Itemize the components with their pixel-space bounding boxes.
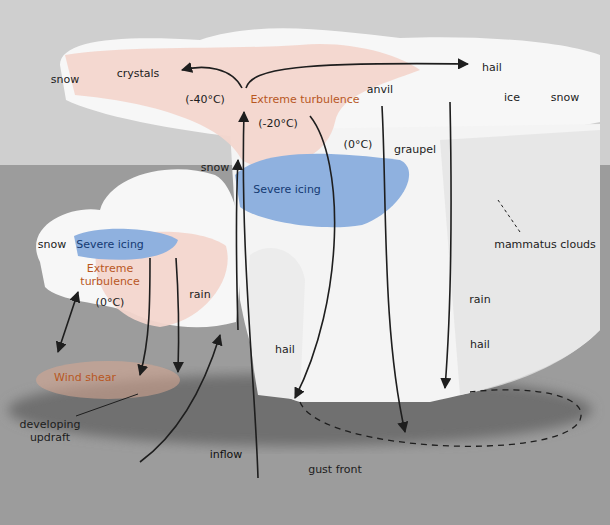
developing-updraft-arrow	[140, 335, 220, 462]
downdraft-arrow	[140, 258, 150, 375]
storm-label: rain	[189, 289, 210, 302]
storm-label: inflow	[210, 449, 243, 462]
downdraft-arrow	[295, 116, 335, 398]
downdraft-arrow	[445, 102, 451, 388]
turbulence-label: Extreme turbulence	[75, 263, 145, 288]
middle-cell	[248, 248, 305, 400]
storm-label: (0°C)	[344, 139, 373, 152]
leader-line	[498, 200, 520, 232]
storm-label: hail	[482, 62, 502, 75]
storm-label: hail	[275, 344, 295, 357]
updraft-arrow	[243, 112, 258, 478]
storm-label: snow	[38, 239, 66, 252]
storm-label: rain	[469, 294, 490, 307]
storm-label: graupel	[394, 144, 436, 157]
turbulence-zone	[65, 44, 420, 167]
turbulence-label: Wind shear	[54, 372, 116, 385]
storm-label: snow	[551, 92, 579, 105]
storm-label: ice	[504, 92, 520, 105]
turbulence-arrow	[58, 292, 78, 352]
storm-label: (0°C)	[96, 297, 125, 310]
icing-zone	[74, 229, 178, 260]
outflow-arrow	[246, 64, 468, 88]
icing-label: Severe icing	[76, 239, 144, 252]
storm-label: mammatus clouds	[494, 239, 596, 252]
storm-label: snow	[51, 74, 79, 87]
main-tower	[230, 124, 600, 402]
storm-label: (-40°C)	[185, 94, 225, 107]
storm-label: hail	[470, 339, 490, 352]
downdraft-arrow	[176, 258, 179, 372]
turbulence-label: Extreme turbulence	[250, 94, 359, 107]
airflow-arrows	[58, 64, 581, 478]
left-cell	[36, 169, 242, 327]
leader-line	[76, 394, 138, 416]
storm-label: gust front	[308, 464, 362, 477]
gust-front-line	[300, 390, 581, 446]
storm-label: anvil	[367, 84, 393, 97]
storm-label: (-20°C)	[258, 118, 298, 131]
icing-label: Severe icing	[253, 184, 321, 197]
shear-zone	[36, 361, 180, 399]
tower-shade	[440, 130, 600, 395]
updraft-arrow	[237, 160, 239, 330]
storm-label: snow	[201, 162, 229, 175]
storm-label: crystals	[117, 68, 160, 81]
storm-label: developing updraft	[10, 419, 90, 444]
icing-zone	[235, 154, 409, 228]
outflow-arrow	[182, 67, 242, 88]
